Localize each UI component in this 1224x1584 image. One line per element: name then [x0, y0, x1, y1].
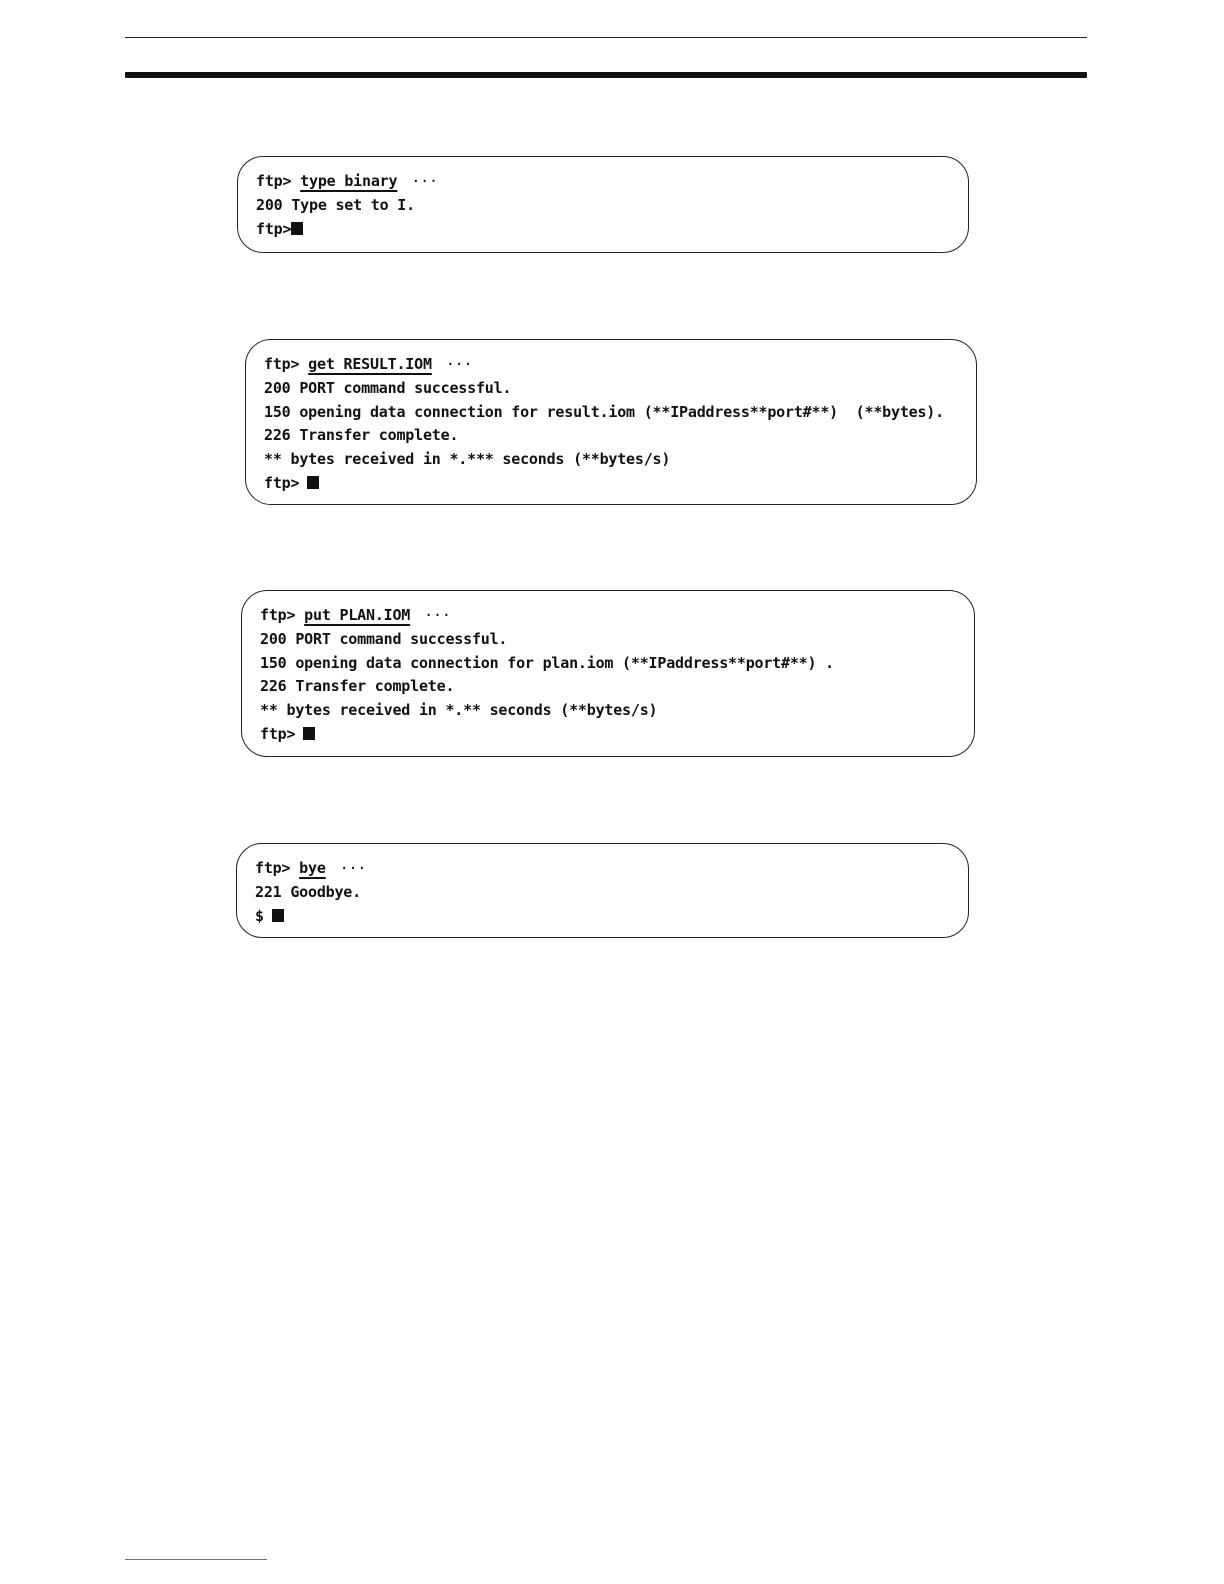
command-line: ftp> type binary ···	[256, 170, 950, 194]
terminal-box-put: ftp> put PLAN.IOM ··· 200 PORT command su…	[241, 590, 975, 757]
ellipsis: ···	[445, 355, 473, 373]
response-line: ** bytes received in *.** seconds (**byt…	[260, 701, 658, 720]
typed-command: type binary	[300, 172, 398, 190]
response-line: 221 Goodbye.	[255, 882, 361, 901]
cursor-block-icon	[307, 475, 320, 489]
final-prompt-line: ftp>	[260, 723, 956, 747]
prompt: $	[255, 906, 264, 925]
typed-command: bye	[299, 859, 326, 877]
cursor-block-icon	[303, 726, 316, 740]
prompt: ftp>	[260, 606, 296, 624]
command-line: ftp> put PLAN.IOM ···	[260, 604, 956, 628]
prompt: ftp>	[264, 473, 300, 492]
response-line: 200 PORT command successful.	[264, 378, 512, 397]
terminal-box-bye: ftp> bye ··· 221 Goodbye. $	[236, 843, 969, 938]
header-rule-thick	[125, 72, 1087, 78]
final-prompt-line: ftp>	[256, 218, 950, 242]
cursor-block-icon	[291, 221, 304, 235]
response-line: ** bytes received in *.*** seconds (**by…	[264, 450, 671, 469]
prompt: ftp>	[260, 724, 296, 743]
ellipsis: ···	[424, 606, 451, 624]
command-line: ftp> bye ···	[255, 857, 950, 881]
typed-command: get RESULT.IOM	[308, 355, 432, 373]
ellipsis: ···	[339, 859, 367, 877]
response-line: 226 Transfer complete.	[264, 426, 459, 445]
prompt: ftp>	[255, 859, 291, 877]
terminal-box-get: ftp> get RESULT.IOM ··· 200 PORT command …	[245, 339, 977, 505]
final-prompt-line: ftp>	[264, 472, 958, 496]
response-line: 200 Type set to I.	[256, 195, 415, 214]
response-line: 150 opening data connection for result.i…	[264, 402, 944, 421]
typed-command: put PLAN.IOM	[304, 606, 411, 624]
terminal-box-type-binary: ftp> type binary ··· 200 Type set to I. f…	[237, 156, 969, 253]
response-line: 200 PORT command successful.	[260, 629, 508, 648]
cursor-block-icon	[271, 908, 284, 922]
response-line: 226 Transfer complete.	[260, 677, 455, 696]
final-prompt-line: $	[255, 905, 950, 929]
response-line: 150 opening data connection for plan.iom…	[260, 653, 834, 672]
command-line: ftp> get RESULT.IOM ···	[264, 353, 958, 377]
ellipsis: ···	[411, 172, 438, 190]
prompt: ftp>	[256, 219, 292, 238]
header-rule-thin	[125, 37, 1087, 38]
prompt: ftp>	[264, 355, 300, 373]
prompt: ftp>	[256, 172, 292, 190]
footer-rule	[125, 1559, 267, 1560]
